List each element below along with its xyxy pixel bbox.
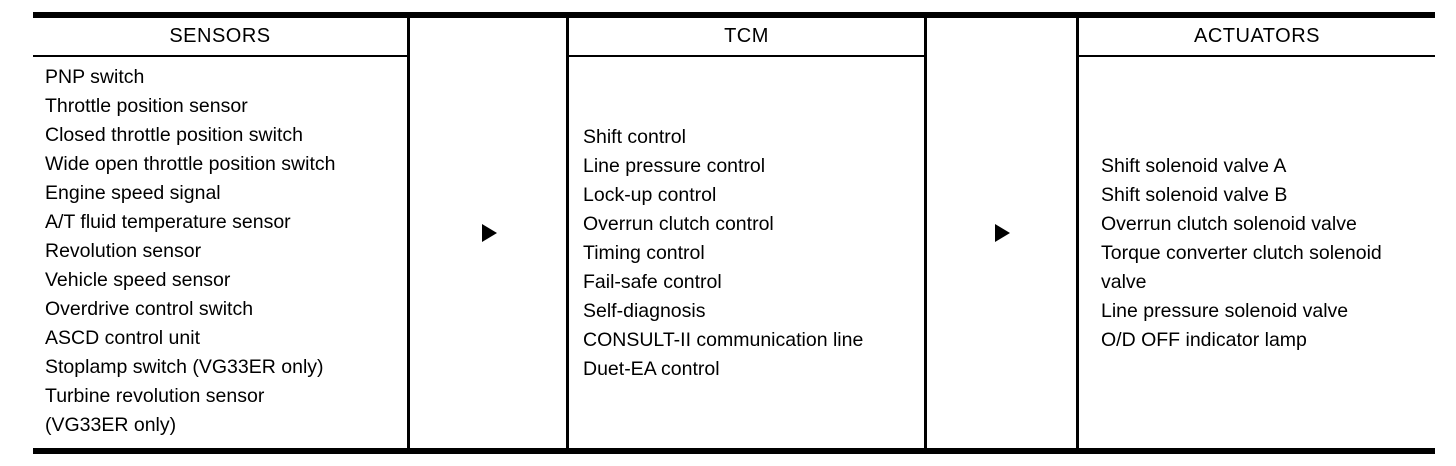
sensors-column-title: SENSORS <box>169 25 271 47</box>
tcm-item-list: Shift control Line pressure control Lock… <box>569 55 924 384</box>
list-item: Closed throttle position switch <box>45 124 303 146</box>
list-item: Shift solenoid valve B <box>1101 184 1288 206</box>
list-item: ASCD control unit <box>45 327 200 349</box>
list-item: Shift control <box>583 126 686 148</box>
divider-actuators-left <box>1076 17 1079 448</box>
list-item: Revolution sensor <box>45 240 202 262</box>
list-item: PNP switch <box>45 66 145 88</box>
column-tcm: TCM Shift control Line pressure control … <box>569 17 924 448</box>
list-item: Timing control <box>583 242 705 264</box>
list-item: CONSULT-II communication line <box>583 329 864 351</box>
list-item: Engine speed signal <box>45 182 221 204</box>
list-item: Turbine revolution sensor <box>45 385 265 407</box>
actuators-column-title: ACTUATORS <box>1194 25 1320 47</box>
list-item: Duet-EA control <box>583 358 720 380</box>
divider-tcm-right <box>924 17 927 448</box>
list-item: Lock-up control <box>583 184 717 206</box>
sensors-item-list: PNP switch Throttle position sensor Clos… <box>33 55 407 440</box>
list-item: Fail-safe control <box>583 271 722 293</box>
list-item: O/D OFF indicator lamp <box>1101 329 1307 351</box>
list-item: Overrun clutch solenoid valve <box>1101 213 1357 235</box>
arrow-sensors-to-tcm <box>410 17 566 448</box>
list-item: Overrun clutch control <box>583 213 774 235</box>
right-triangle-arrow-icon <box>995 223 1010 242</box>
list-item: Overdrive control switch <box>45 298 254 320</box>
list-item: (VG33ER only) <box>45 414 177 436</box>
tcm-header-separator <box>566 55 927 57</box>
divider-tcm-left <box>566 17 569 448</box>
list-item: Stoplamp switch (VG33ER only) <box>45 356 324 378</box>
sensors-header-separator <box>33 55 410 57</box>
arrow-tcm-to-actuators <box>927 17 1076 448</box>
right-triangle-arrow-icon <box>481 223 497 242</box>
list-item: Vehicle speed sensor <box>45 269 231 291</box>
column-actuators: ACTUATORS Shift solenoid valve A Shift s… <box>1079 17 1435 448</box>
list-item: Line pressure solenoid valve <box>1101 300 1349 322</box>
column-sensors: SENSORS PNP switch Throttle position sen… <box>33 17 407 448</box>
tcm-column-title: TCM <box>724 25 769 47</box>
list-item: Shift solenoid valve A <box>1101 155 1287 177</box>
list-item: Throttle position sensor <box>45 95 248 117</box>
actuators-header-separator <box>1076 55 1435 57</box>
list-item: Self-diagnosis <box>583 300 706 322</box>
list-item: Line pressure control <box>583 155 766 177</box>
diagram-bottom-border <box>33 448 1435 454</box>
actuators-item-list: Shift solenoid valve A Shift solenoid va… <box>1079 55 1435 355</box>
divider-sensors-right <box>407 17 410 448</box>
list-item: A/T fluid temperature sensor <box>45 211 291 233</box>
list-item: Wide open throttle position switch <box>45 153 336 175</box>
diagram-top-border <box>33 12 1435 18</box>
list-item: Torque converter clutch solenoid valve <box>1101 242 1382 293</box>
